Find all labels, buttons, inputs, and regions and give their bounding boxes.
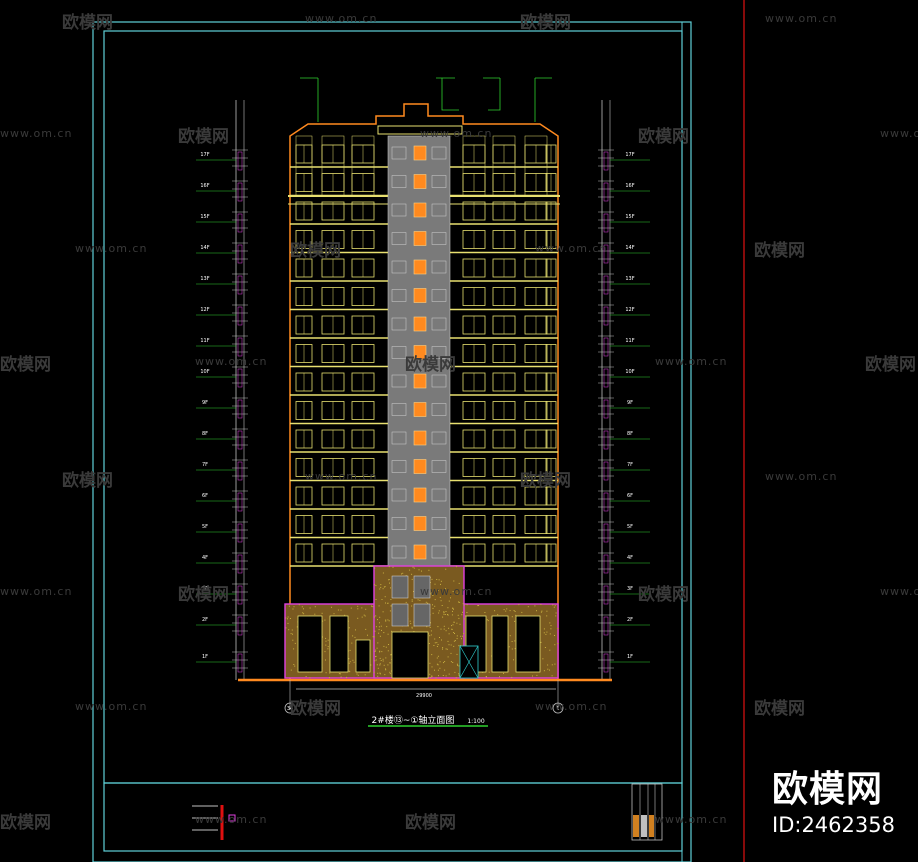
axis-bubble-right [552, 702, 564, 714]
floor-label-left: 17F [200, 152, 209, 158]
floor-label-right: 11F [625, 338, 634, 344]
overall-dimension: 29900 [416, 693, 432, 699]
floor-label-left: 3F [202, 586, 208, 592]
floor-label-left: 9F [202, 400, 208, 406]
floor-label-right: 6F [627, 493, 633, 499]
brand-overlay: 欧模网 ID:2462358 [772, 768, 895, 838]
floor-label-right: 16F [625, 183, 634, 189]
floor-label-right: 17F [625, 152, 634, 158]
left-level-marks: 17F 16F 15F 14F 13F 12F 11F 10F 9F 8F 7F 6F 5F 4F 3F 2F… [196, 100, 248, 680]
axis-bubble-left [284, 702, 296, 714]
title-block [192, 783, 663, 841]
floor-label-right: 14F [625, 245, 634, 251]
floor-label-left: 10F [200, 369, 209, 375]
floor-label-left: 12F [200, 307, 209, 313]
drawing-scale: 1:100 [467, 718, 484, 725]
floor-label-right: 12F [625, 307, 634, 313]
right-axis-label: 1 [556, 706, 559, 712]
floor-label-left: 5F [202, 524, 208, 530]
leader-lines [300, 77, 552, 122]
floor-label-left: 6F [202, 493, 208, 499]
floor-label-right: 5F [627, 524, 633, 530]
floor-label-right: 9F [627, 400, 633, 406]
drawing-title: 2#楼⑬~①轴立面图 [372, 714, 455, 726]
floor-label-right: 4F [627, 555, 633, 561]
floor-label-left: 15F [200, 214, 209, 220]
floor-label-right: 10F [625, 369, 634, 375]
floor-label-left: 13F [200, 276, 209, 282]
floor-label-left: 14F [200, 245, 209, 251]
building-facade [238, 77, 612, 714]
brand-id: ID:2462358 [772, 813, 895, 837]
floor-label-right: 8F [627, 431, 633, 437]
floor-label-left: 16F [200, 183, 209, 189]
floor-label-left: 1F [202, 654, 208, 660]
floor-label-left: 11F [200, 338, 209, 344]
right-level-marks: 17F 16F 15F 14F 13F 12F 11F 10F 9F 8F 7F 6F 5F 4F 3F 2F… [598, 100, 650, 680]
floor-label-right: 13F [625, 276, 634, 282]
left-axis-label: 34 [287, 706, 293, 712]
floor-label-right: 7F [627, 462, 633, 468]
floor-label-right: 3F [627, 586, 633, 592]
floor-label-right: 1F [627, 654, 633, 660]
drawing-frame [92, 0, 745, 862]
floor-label-left: 2F [202, 617, 208, 623]
brand-name: 欧模网 [772, 769, 884, 810]
floor-label-right: 15F [625, 214, 634, 220]
floor-label-left: 4F [202, 555, 208, 561]
floor-label-left: 7F [202, 462, 208, 468]
floor-label-right: 2F [627, 617, 633, 623]
floor-label-left: 8F [202, 431, 208, 437]
